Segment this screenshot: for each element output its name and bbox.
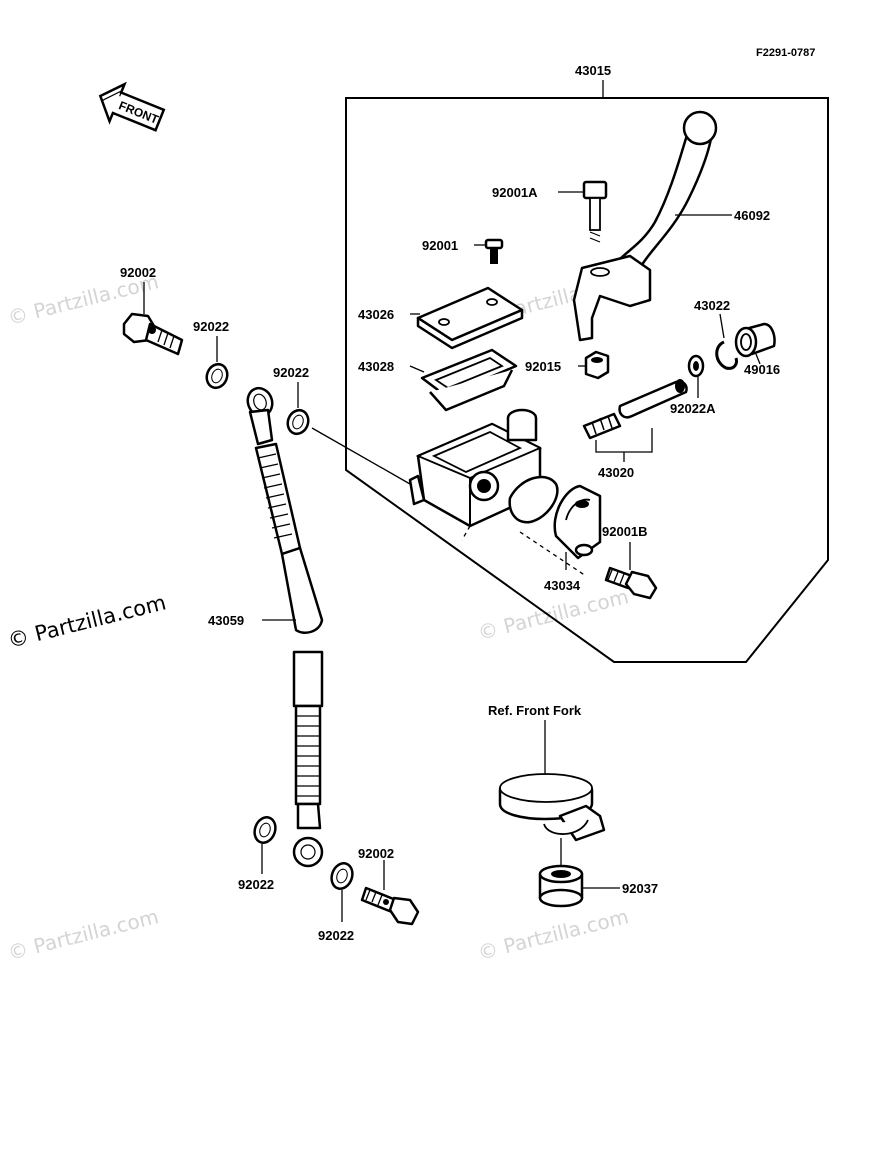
front-direction-arrow: FRONT <box>98 81 166 132</box>
part-label-43020: 43020 <box>598 465 634 480</box>
brake-lever-46092 <box>572 110 718 342</box>
part-label-43059: 43059 <box>208 613 244 628</box>
piston-assembly-43020 <box>582 379 688 440</box>
washer-92022A <box>687 354 705 378</box>
part-label-92001B: 92001B <box>602 524 648 539</box>
part-label-43026: 43026 <box>358 307 394 322</box>
part-label-43028: 43028 <box>358 359 394 374</box>
part-label-92022-top-left: 92022 <box>193 319 229 334</box>
part-label-92002-top: 92002 <box>120 265 156 280</box>
part-label-92022-bottom-mid: 92022 <box>318 928 354 943</box>
brake-hose-43059 <box>246 386 324 868</box>
washer-92022-top-mid <box>286 408 310 436</box>
watermark: © Partzilla.com <box>5 904 161 965</box>
cap-screw-92001 <box>484 238 504 264</box>
dust-boot-49016 <box>734 322 776 358</box>
part-label-92002-bottom: 92002 <box>358 846 394 861</box>
part-label-43015: 43015 <box>575 63 611 78</box>
part-label-92001A: 92001A <box>492 185 538 200</box>
part-label-92015: 92015 <box>525 359 561 374</box>
banjo-bolt-92002-top <box>122 312 184 356</box>
diagram-code: F2291-0787 <box>756 47 815 59</box>
arrow-icon <box>98 81 166 132</box>
watermark: © Partzilla.com <box>475 904 631 965</box>
part-label-43022: 43022 <box>694 298 730 313</box>
part-label-46092: 46092 <box>734 208 770 223</box>
watermark: © Partzilla.com <box>475 584 631 645</box>
banjo-bolt-92002-bottom <box>360 886 420 926</box>
circlip-43022 <box>715 340 738 370</box>
washer-92022-bottom-left <box>253 816 277 844</box>
grommet-92037 <box>538 864 584 908</box>
part-label-92022-top-mid: 92022 <box>273 365 309 380</box>
watermark-dark: © Partzilla.com <box>5 590 168 652</box>
master-cylinder-body <box>408 408 559 528</box>
lever-nut-92015 <box>584 350 610 380</box>
clamp-bolt-92001B <box>604 566 658 600</box>
assembly-frame-43015 <box>345 97 829 663</box>
reference-label: Ref. Front Fork <box>488 703 582 718</box>
part-label-92001: 92001 <box>422 238 458 253</box>
part-label-92037: 92037 <box>622 881 658 896</box>
part-label-92022A: 92022A <box>670 401 716 416</box>
part-label-43034: 43034 <box>544 578 581 593</box>
part-label-49016: 49016 <box>744 362 780 377</box>
washer-92022-bottom-mid <box>330 862 354 890</box>
washer-92022-top-left <box>205 362 229 390</box>
pivot-bolt-92001A <box>582 180 608 243</box>
fork-hose-clamp <box>498 773 606 842</box>
clamp-43034 <box>553 484 602 560</box>
reservoir-cap-43026 <box>416 286 524 350</box>
diaphragm-43028 <box>420 348 518 412</box>
part-label-92022-bottom-left: 92022 <box>238 877 274 892</box>
